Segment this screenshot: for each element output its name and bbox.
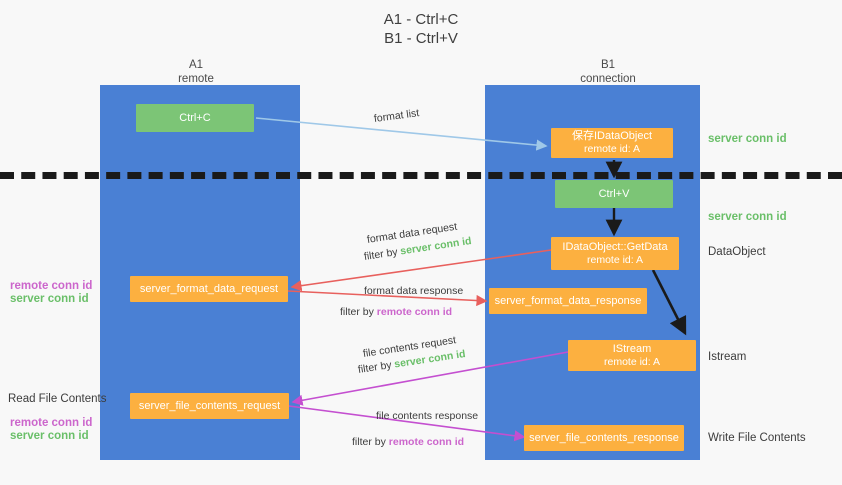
node-ctrl-v-label: Ctrl+V [598, 187, 630, 200]
page-title: A1 - Ctrl+C B1 - Ctrl+V [0, 10, 842, 48]
column-b1-name: B1 [600, 59, 616, 71]
node-idataobject-getdata[interactable]: IDataObject::GetData remote id: A [551, 237, 679, 270]
column-header-a1: A1 remote [110, 58, 282, 86]
node-server-file-contents-response[interactable]: server_file_contents_response [524, 425, 684, 451]
filter-target-remote-conn-2: remote conn id [388, 436, 465, 448]
filter-by-text-1: filter by [363, 245, 402, 263]
node-server-file-contents-response-label: server_file_contents_response [529, 431, 679, 444]
node-istream[interactable]: IStream remote id: A [568, 340, 696, 371]
column-a1-sub: remote [178, 73, 214, 85]
filter-target-remote-conn-1: remote conn id [376, 306, 453, 318]
node-save-idataobject-l1: 保存IDataObject [571, 130, 653, 142]
node-save-idataobject-l2: remote id: A [583, 143, 641, 155]
left-label-remote-conn-id-1: remote conn id [10, 280, 93, 292]
right-label-istream: Istream [708, 351, 747, 363]
node-save-idataobject[interactable]: 保存IDataObject remote id: A [551, 128, 673, 158]
node-server-file-contents-request-label: server_file_contents_request [138, 399, 281, 412]
title-line-1: A1 - Ctrl+C [383, 11, 459, 28]
column-a1-name: A1 [188, 59, 204, 71]
filter-by-text-4: filter by [352, 436, 389, 448]
node-server-file-contents-request[interactable]: server_file_contents_request [130, 393, 289, 419]
left-label-server-conn-id-2: server conn id [10, 430, 89, 442]
right-label-write-file-contents: Write File Contents [708, 432, 806, 444]
right-label-dataobject: DataObject [708, 246, 766, 258]
left-label-read-file-contents: Read File Contents [8, 393, 107, 405]
filter-by-text-3: filter by [357, 358, 396, 376]
filter-by-text-2: filter by [340, 306, 377, 318]
node-getdata-l1: IDataObject::GetData [562, 240, 668, 253]
column-header-b1: B1 connection [500, 58, 716, 86]
title-line-2: B1 - Ctrl+V [384, 30, 458, 47]
edge-label-format-data-response: format data response [364, 285, 464, 297]
edge-label-file-contents-response: file contents response [376, 410, 479, 422]
left-label-remote-conn-id-2: remote conn id [10, 417, 93, 429]
node-istream-l2: remote id: A [603, 355, 661, 368]
node-server-format-data-request[interactable]: server_format_data_request [130, 276, 288, 302]
edge-label-filter-by-remote-conn-2: filter by remote conn id [352, 435, 464, 449]
node-server-format-data-request-label: server_format_data_request [139, 282, 279, 295]
node-istream-l1: IStream [612, 342, 652, 355]
node-ctrl-c[interactable]: Ctrl+C [136, 104, 254, 132]
boundary-dashed-line [0, 172, 842, 179]
edge-label-filter-by-remote-conn-1: filter by remote conn id [340, 305, 452, 319]
column-b1-sub: connection [580, 73, 636, 85]
node-ctrl-v[interactable]: Ctrl+V [555, 180, 673, 208]
node-server-format-data-response-label: server_format_data_response [494, 294, 642, 307]
node-server-format-data-response[interactable]: server_format_data_response [489, 288, 647, 314]
node-ctrl-c-label: Ctrl+C [179, 111, 211, 124]
right-label-server-conn-id-2: server conn id [708, 211, 787, 223]
right-label-server-conn-id-1: server conn id [708, 133, 787, 145]
left-label-server-conn-id-1: server conn id [10, 293, 89, 305]
node-getdata-l2: remote id: A [586, 253, 644, 266]
edge-label-format-list: format list [373, 107, 420, 125]
